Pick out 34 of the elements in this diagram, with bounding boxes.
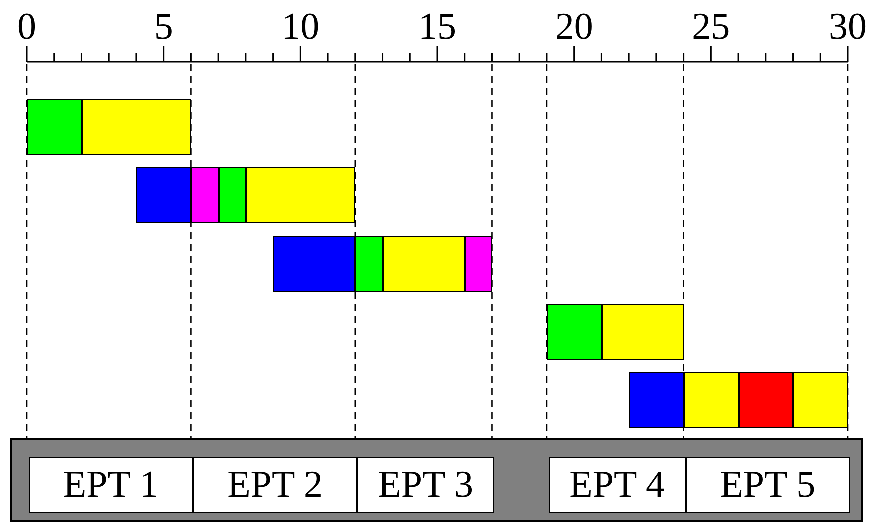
- timeline-segment: [546, 304, 602, 360]
- tick-label: 25: [692, 8, 730, 46]
- period-label-box: [357, 457, 494, 513]
- tick-label: 10: [282, 8, 320, 46]
- timeline-segment: [738, 372, 794, 428]
- timeline-segment: [602, 304, 684, 360]
- tick-label: 20: [555, 8, 594, 46]
- timeline-segment: [27, 99, 82, 155]
- period-label: EPT 1: [62, 463, 160, 508]
- timeline-segment: [273, 236, 356, 292]
- timeline-segment: [218, 167, 246, 223]
- timeline-segment: [355, 236, 383, 292]
- period-label-box: [29, 457, 194, 513]
- timeline-segment: [246, 167, 356, 223]
- tick-label: 30: [829, 8, 867, 46]
- tick-label: 5: [154, 8, 174, 46]
- timeline-segment: [191, 167, 219, 223]
- period-label-box: [193, 457, 358, 513]
- period-label: EPT 5: [719, 463, 817, 508]
- timeline-segment: [793, 372, 848, 428]
- period-label: EPT 3: [377, 463, 474, 508]
- period-label: EPT 4: [568, 463, 666, 508]
- timeline-segment: [684, 372, 739, 428]
- period-label-box: [686, 457, 850, 513]
- timeline-segment: [82, 99, 192, 155]
- timeline-segment: [382, 236, 465, 292]
- timeline-segment: [464, 236, 492, 292]
- timeline-segment: [136, 167, 192, 223]
- period-label: EPT 2: [226, 463, 324, 508]
- track-band: [10, 438, 863, 522]
- tick-label: 15: [418, 8, 456, 46]
- period-label-box: [548, 457, 686, 513]
- tick-label: 0: [18, 8, 36, 46]
- timeline-segment: [629, 372, 684, 428]
